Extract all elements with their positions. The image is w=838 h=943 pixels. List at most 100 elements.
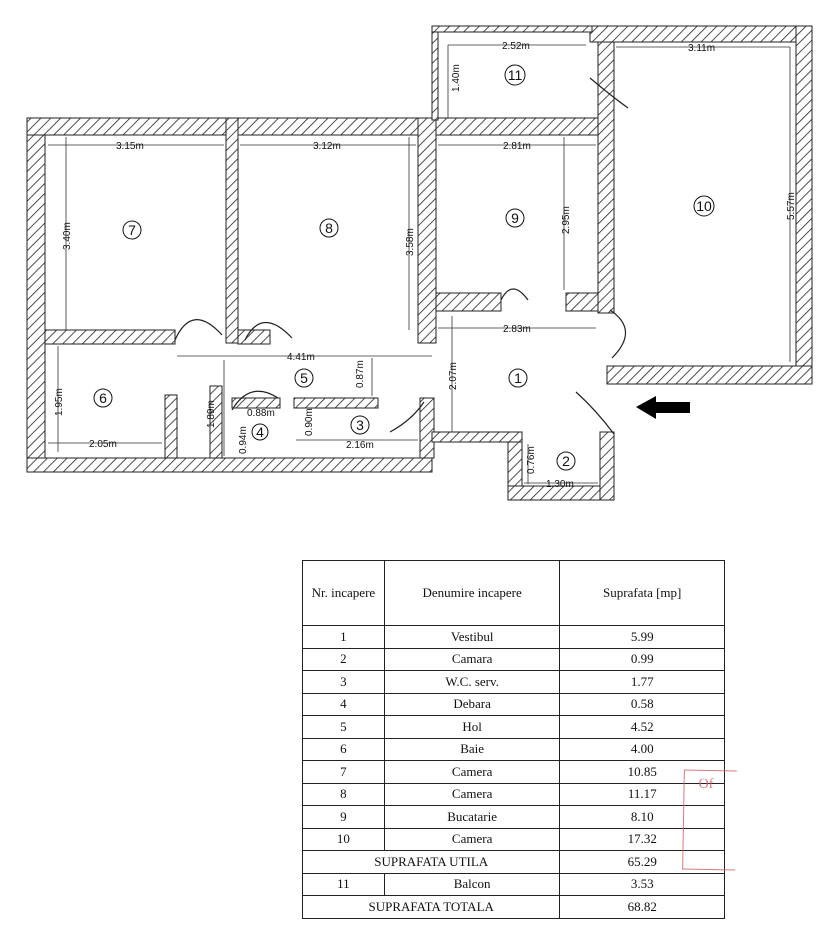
floor-plan: 2.52m 3.11m 1.40m 3.15m 3.12m 2.81m 3.40… [26,25,813,501]
room-number-circle [93,388,113,408]
dimension-label: 2.81m [503,141,531,152]
room-number-circle [294,368,314,388]
room-area: 5.99 [559,625,725,649]
wall [26,457,433,473]
dimension-label: 0.94m [238,426,249,454]
room-nr: 6 [302,737,385,761]
dimension-label: 0.90m [304,408,315,436]
wall [599,431,615,501]
room-nr: 3 [302,670,385,694]
dimension-label: 3.40m [62,222,73,250]
table-header-row: Nr. incapere Denumire incapere Suprafata… [302,560,725,626]
column-header: Nr. incapere [302,560,385,626]
dimension-label: 1.95m [54,388,65,416]
room-number: 6 [99,390,107,406]
wall [225,117,239,344]
room-number-circle [556,451,576,471]
dimension-label: 2.07m [448,362,459,390]
total-value: 68.82 [559,895,725,919]
wall [435,292,502,312]
room-number: 5 [300,370,308,386]
dimension-label: 3.11m [688,43,715,54]
wall [26,117,46,471]
door-swings [174,77,629,435]
column-header: Suprafata [mp] [559,560,725,626]
wall [164,394,178,459]
room-name: Bucatarie [383,805,561,829]
room-name: W.C. serv. [383,670,561,694]
wall [231,397,281,409]
room-number-circle [504,64,526,86]
room-number: 10 [696,198,712,214]
dimension-label: 4.41m [287,352,315,363]
room-area: 8.10 [559,805,725,829]
room-area: 3.53 [559,872,725,896]
total-row: SUPRAFATA UTILA 65.29 [301,850,725,874]
dimension-labels: 2.52m 3.11m 1.40m 3.15m 3.12m 2.81m 3.40… [54,41,797,490]
dimension-label: 1.40m [451,64,462,92]
dimension-label: 2.52m [502,41,530,52]
room-name: Camera [383,827,561,851]
room-nr: 8 [302,782,385,806]
total-label: SUPRAFATA UTILA [301,850,561,874]
wall [293,397,379,409]
room-name: Balcon [383,872,561,896]
wall [419,397,435,459]
door-arc [500,288,529,301]
room-nr: 2 [302,647,385,671]
room-nr: 10 [302,827,385,851]
door-arc [389,401,425,433]
room-number: 2 [562,453,570,469]
dimension-label: 2.83m [503,324,531,335]
wall [209,385,223,459]
room-area: 0.58 [559,692,725,716]
wall [606,365,813,385]
dimension-label: 1.89m [206,400,217,428]
dimension-label: 2.16m [346,440,374,451]
table-row: 11 Balcon 3.53 [302,872,725,896]
walls [26,25,813,501]
room-number-circle [319,218,339,238]
room-name: Debara [383,692,561,716]
room-nr: 7 [302,760,385,784]
room-nr: 1 [302,625,385,649]
room-name: Camara [383,647,561,671]
room-nr: 11 [302,872,385,896]
room-area: 1.77 [559,670,725,694]
wall [431,431,523,443]
door-arc [609,309,627,359]
wall [589,25,813,43]
dimension-label: 0.88m [247,408,275,419]
wall [431,25,439,121]
room-number-circle [251,423,269,441]
room-nr: 9 [302,805,385,829]
dimension-label: 2.95m [561,206,572,234]
wall [795,25,813,385]
dimension-lines [48,44,791,484]
room-number-circle [122,220,142,240]
stamp-text: Of [698,776,714,793]
room-numbers [93,64,715,471]
areas-table: Nr. incapere Denumire incapere Suprafata… [301,560,725,919]
room-number-circle [693,195,715,217]
stamp: Of [682,769,737,871]
room-name: Baie [383,737,561,761]
wall [565,292,599,312]
dimension-label: 0.87m [355,360,366,388]
room-name: Camera [383,782,561,806]
dimension-label: 3.15m [116,141,144,152]
column-header: Denumire incapere [383,560,561,626]
room-area: 0.99 [559,647,725,671]
room-number: 8 [325,220,333,236]
wall [26,117,611,136]
room-number: 3 [356,417,364,433]
room-number-circle [508,368,528,388]
